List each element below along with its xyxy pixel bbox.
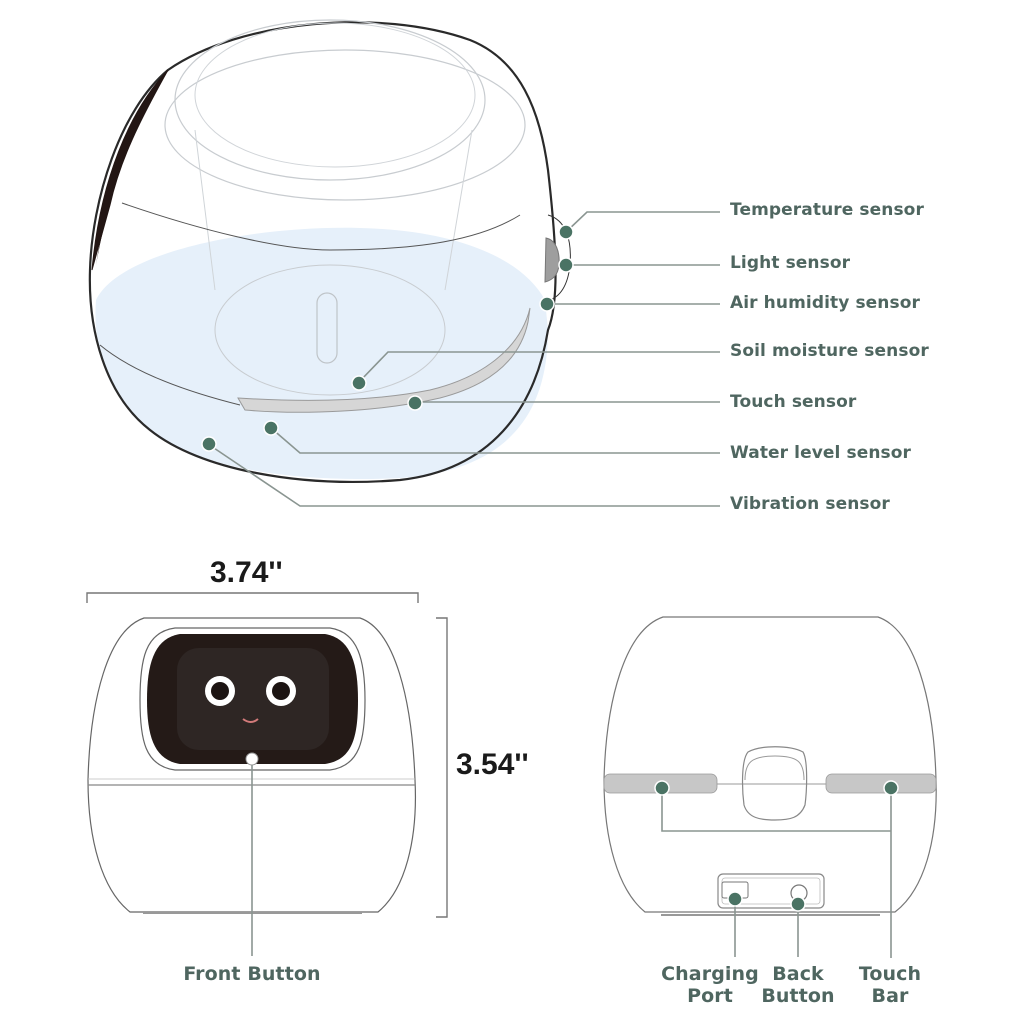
label-vibration-sensor: Vibration sensor xyxy=(730,494,890,514)
touch-bar-line2: Bar xyxy=(871,985,909,1007)
light-sensor-dot xyxy=(558,257,574,273)
back-button-line1: Back xyxy=(772,963,824,985)
touch-strip xyxy=(237,307,531,413)
label-soil-moisture-sensor: Soil moisture sensor xyxy=(730,341,929,361)
pot-rim-inner xyxy=(194,22,476,168)
label-air-humidity-sensor: Air humidity sensor xyxy=(730,293,920,313)
top-callout-dots xyxy=(201,224,574,452)
charging-port-dot xyxy=(727,891,743,907)
rim xyxy=(164,49,526,201)
label-back-button: Back Button xyxy=(758,963,838,1007)
water-level-sensor-dot xyxy=(263,420,279,436)
pot-bottom xyxy=(214,264,446,396)
top-leader-lines xyxy=(207,211,720,507)
touch-bar-left-dot xyxy=(654,780,670,796)
height-dimension: 3.54'' xyxy=(456,748,529,781)
front-view-device xyxy=(86,592,448,956)
temperature-sensor-dot xyxy=(558,224,574,240)
charging-port-line1: Charging xyxy=(661,963,759,985)
top-view-device xyxy=(88,19,571,483)
front-button-icon xyxy=(245,752,259,766)
smile-icon xyxy=(242,718,259,723)
label-water-level-sensor: Water level sensor xyxy=(730,443,912,463)
back-button-line2: Button xyxy=(761,985,835,1007)
charging-port-line2: Port xyxy=(687,985,733,1007)
soil-moisture-sensor-dot xyxy=(351,375,367,391)
pot-rim-outer xyxy=(174,19,486,181)
handle-icon xyxy=(741,746,808,821)
body-outline xyxy=(88,21,557,483)
side-panel xyxy=(91,69,169,271)
soil-probe xyxy=(316,292,338,364)
back-body-outline xyxy=(603,616,937,913)
touch-bar-right-dot xyxy=(883,780,899,796)
back-view-device xyxy=(603,616,937,958)
label-charging-port: Charging Port xyxy=(655,963,765,1007)
label-touch-bar: Touch Bar xyxy=(850,963,930,1007)
back-button-dot xyxy=(790,896,806,912)
touch-bar-line1: Touch xyxy=(858,963,922,985)
air-humidity-sensor-dot xyxy=(539,296,555,312)
label-light-sensor: Light sensor xyxy=(730,253,851,273)
label-front-button: Front Button xyxy=(183,963,321,985)
width-dimension: 3.74'' xyxy=(210,556,283,589)
vibration-sensor-dot xyxy=(201,436,217,452)
touch-sensor-dot xyxy=(407,395,423,411)
label-temperature-sensor: Temperature sensor xyxy=(730,200,924,220)
water-fill xyxy=(95,227,549,480)
back-touch-bar-right xyxy=(825,773,937,794)
label-touch-sensor: Touch sensor xyxy=(730,392,857,412)
